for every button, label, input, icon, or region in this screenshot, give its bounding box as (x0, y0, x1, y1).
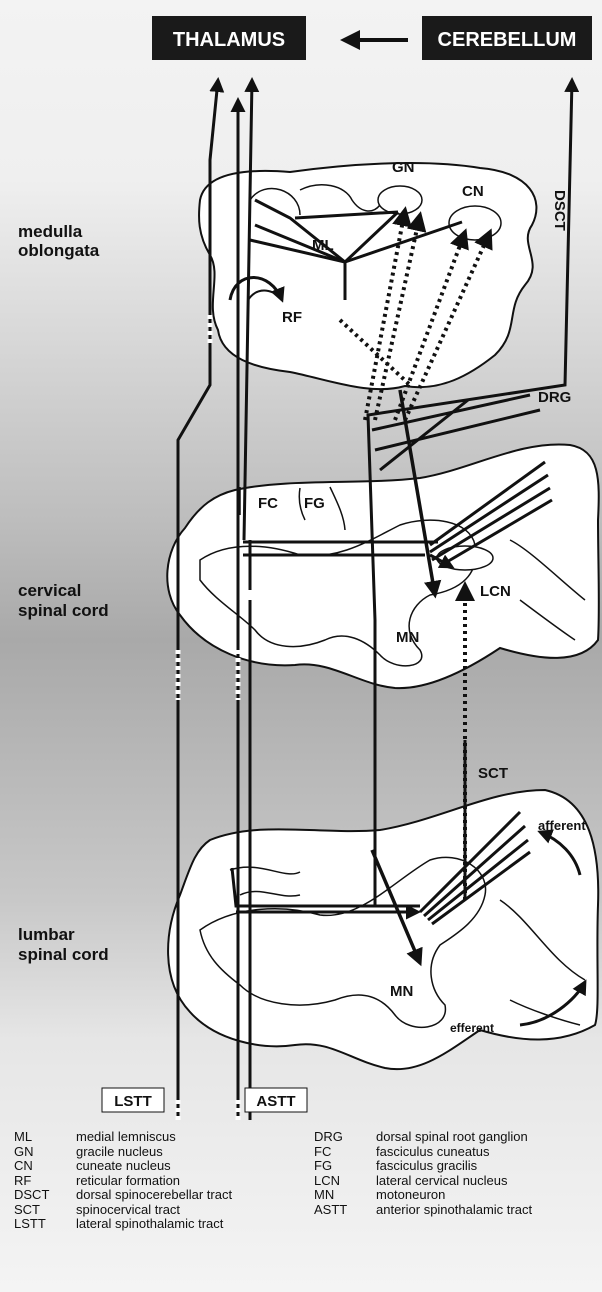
legend-abbr: LSTT (14, 1217, 76, 1232)
legend-abbr: DRG (314, 1130, 376, 1145)
legend-abbr: DSCT (14, 1188, 76, 1203)
spinal-pathways-diagram: THALAMUS CEREBELLUM (0, 0, 602, 1130)
legend-abbr: FC (314, 1145, 376, 1160)
legend-text: lateral cervical nucleus (376, 1173, 508, 1188)
legend-abbr: SCT (14, 1203, 76, 1218)
legend-abbr: CN (14, 1159, 76, 1174)
label-fg: FG (304, 495, 325, 512)
legend-text: reticular formation (76, 1173, 180, 1188)
legend-abbr: ASTT (314, 1203, 376, 1218)
legend-abbr: ML (14, 1130, 76, 1145)
label-efferent: efferent (450, 1021, 494, 1035)
legend-text: spinocervical tract (76, 1202, 180, 1217)
astt-box: ASTT (245, 1088, 307, 1112)
label-mn-lumbar: MN (390, 983, 413, 1000)
label-afferent: afferent (538, 818, 586, 833)
legend-abbr: FG (314, 1159, 376, 1174)
legend-text: fasciculus gracilis (376, 1158, 477, 1173)
region-cervical-line1: cervical (18, 581, 81, 600)
legend-text: cuneate nucleus (76, 1158, 171, 1173)
legend-text: dorsal spinal root ganglion (376, 1129, 528, 1144)
label-lcn: LCN (480, 583, 511, 600)
legend-abbr: GN (14, 1145, 76, 1160)
lstt-box: LSTT (102, 1088, 164, 1112)
legend-text: lateral spinothalamic tract (76, 1216, 223, 1231)
label-dsct: DSCT (551, 190, 568, 231)
cervical-cord-outline (167, 444, 599, 688)
label-fc: FC (258, 495, 278, 512)
gracile-nucleus (378, 186, 422, 214)
legend-abbr: LCN (314, 1174, 376, 1189)
legend-text: motoneuron (376, 1187, 445, 1202)
label-sct: SCT (478, 765, 508, 782)
label-mn-cervical: MN (396, 629, 419, 646)
legend-text: fasciculus cuneatus (376, 1144, 489, 1159)
cerebellum-box: CEREBELLUM (422, 16, 592, 60)
label-drg: DRG (538, 389, 571, 406)
legend-abbr: MN (314, 1188, 376, 1203)
region-lumbar-line2: spinal cord (18, 945, 109, 964)
region-cervical-line2: spinal cord (18, 601, 109, 620)
label-gn: GN (392, 159, 415, 176)
legend-text: gracile nucleus (76, 1144, 163, 1159)
region-lumbar-line1: lumbar (18, 925, 75, 944)
legend-abbr: RF (14, 1174, 76, 1189)
label-cn: CN (462, 183, 484, 200)
label-lstt: LSTT (114, 1093, 152, 1110)
region-medulla-line1: medulla (18, 222, 83, 241)
legend-text: anterior spinothalamic tract (376, 1202, 532, 1217)
cerebellum-label: CEREBELLUM (438, 29, 577, 51)
label-astt: ASTT (256, 1093, 295, 1110)
lumbar-cord-outline (168, 790, 598, 1069)
label-rf: RF (282, 309, 302, 326)
label-ml: ML (312, 237, 334, 254)
legend-text: dorsal spinocerebellar tract (76, 1187, 232, 1202)
thalamus-box: THALAMUS (152, 16, 306, 60)
region-medulla-line2: oblongata (18, 241, 100, 260)
thalamus-label: THALAMUS (173, 29, 285, 51)
legend-text: medial lemniscus (76, 1129, 176, 1144)
